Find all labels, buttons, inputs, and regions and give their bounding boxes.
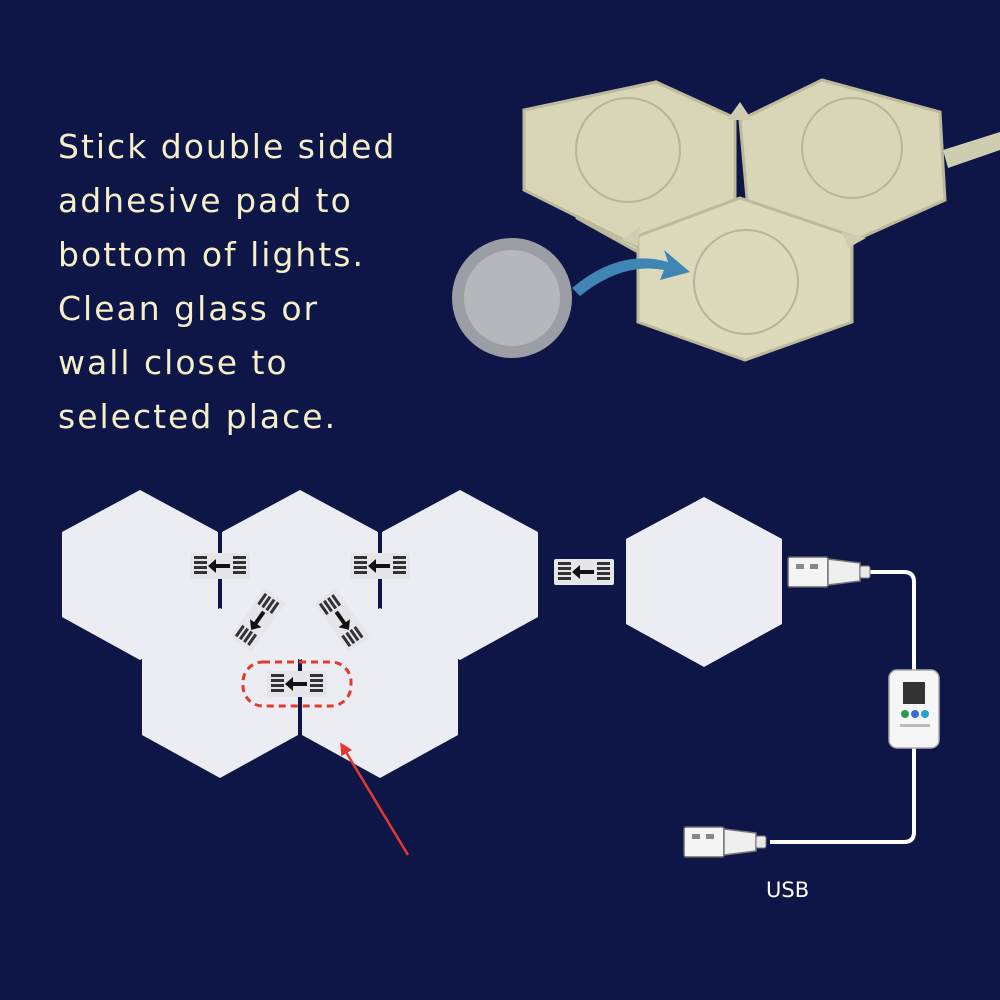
- hex-panel-4: [142, 608, 298, 778]
- instruction-line: Stick double sided: [58, 127, 397, 166]
- usb-plug-icon: [683, 826, 767, 858]
- hex-panel-3: [382, 490, 538, 660]
- hex-panel-6: [626, 497, 782, 667]
- highlight-dashed-box: [241, 660, 353, 708]
- curved-arrow-icon: [572, 250, 690, 296]
- power-cable: [943, 132, 1000, 168]
- panel-back-right-disc: [801, 97, 903, 199]
- instruction-line: wall close to: [58, 343, 289, 382]
- instruction-line: bottom of lights.: [58, 235, 365, 274]
- hexagon-layout: [62, 490, 782, 778]
- hex-panel-5: [302, 608, 458, 778]
- instruction-line: Clean glass or: [58, 289, 320, 328]
- usb-label: USB: [766, 878, 810, 902]
- connector-arrow-icon: [190, 553, 250, 579]
- connector-arrow-icon: [350, 553, 410, 579]
- pointer-arrow-icon: [340, 742, 410, 856]
- connector-arrow-icon: [267, 671, 327, 697]
- usb-plug-icon: [787, 556, 871, 588]
- connector-arrow-icon: [554, 559, 614, 585]
- adhesive-pad-icon: [452, 238, 572, 358]
- instruction-line: selected place.: [58, 397, 338, 436]
- controller-icon: [888, 669, 940, 749]
- hex-panel-1: [62, 490, 218, 660]
- installation-instructions: Stick double sided adhesive pad to botto…: [58, 120, 488, 444]
- panel-assembly-back-view: [522, 78, 1000, 362]
- panel-back-left-disc: [575, 97, 681, 203]
- instruction-line: adhesive pad to: [58, 181, 353, 220]
- panel-back-bottom-disc: [693, 229, 799, 335]
